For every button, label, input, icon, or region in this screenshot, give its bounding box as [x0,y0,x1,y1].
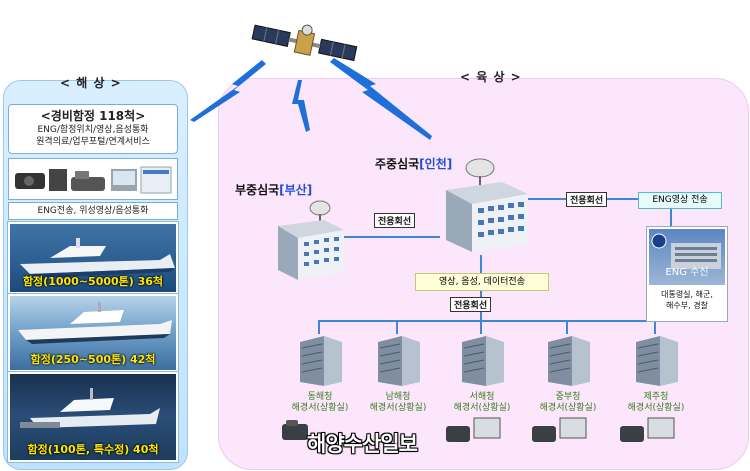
link-sub-main [336,236,440,238]
office-5-name: 제주청 [643,392,669,402]
sub-station-label: 부중심국[부산] [235,181,312,198]
main-station-city: [인천] [419,157,453,171]
link-offices-bus [318,320,656,322]
office-2: 남해청 해경서(상황실) [368,334,428,414]
eng-transfer-bar: ENG전송, 위성영상/음성통화 [8,202,178,220]
office-5-phone-icon [620,417,675,442]
large-ship-icon [20,238,175,278]
data-transfer-box: 영상, 음성, 데이터전송 [415,273,549,291]
fleet-info-box: <경비함정 118척> ENG/함정위치/영상,음성통화 원격의료/업무포털/연… [8,104,178,154]
office-3-building [462,336,504,386]
eng-receive-photo: ENG 수신 [649,229,725,285]
ship-medium-caption: 함정(250~500톤) 42척 [30,353,156,366]
ship-small-caption: 함정(100톤, 특수정) 40척 [27,443,159,456]
land-title: < 육 상 > [460,70,522,84]
link-office-3 [480,320,482,334]
main-station-label: 주중심국[인천] [375,155,452,172]
ship-medium-photo: 함정(250~500톤) 42척 [8,294,178,372]
office-3: 서해청 해경서(상황실) [452,334,512,414]
dedicated-line-label-3: 전용회선 [450,297,492,312]
main-station-building [446,158,528,252]
sub-station-city: [부산] [279,183,313,197]
link-office-1 [318,320,320,334]
link-office-5 [654,320,656,334]
office-4-sub: 해경서(상황실) [539,403,597,413]
small-ship-icon [20,388,160,428]
office-2-sub: 해경서(상황실) [369,403,427,413]
office-4-phone-icon [532,417,587,442]
ship-small-photo: 함정(100톤, 특수정) 40척 [8,372,178,462]
link-office-4 [566,320,568,334]
ship-large-caption: 함정(1000~5000톤) 36척 [22,275,164,288]
office-equipment-icons [282,417,675,442]
office-4-building [548,336,590,386]
office-4: 중부청 해경서(상황실) [538,334,598,414]
sub-station-building [278,200,344,280]
fleet-services-line2: 원격의료/업무포털/연계서비스 [36,137,150,147]
office-3-name: 서해청 [469,392,495,402]
main-station-prefix: 주중심국 [375,157,420,171]
office-1: 동해청 해경서(상황실) [290,334,350,414]
ship-large-photo: 함정(1000~5000톤) 36척 [8,222,178,294]
office-3-phone-icon [446,417,501,442]
office-5-building [636,336,678,386]
office-2-building [378,336,420,386]
eng-video-transfer-box: ENG영상 전송 [638,192,722,209]
sub-station-prefix: 부중심국 [235,183,280,197]
dedicated-line-label-1: 전용회선 [374,213,416,228]
equipment-icons [15,166,172,194]
watermark-text: 해양수산일보 [307,432,418,456]
eng-receive-label: ENG 수신 [665,267,709,278]
office-3-sub: 해경서(상황실) [453,403,511,413]
government-building-icon [651,233,721,269]
sea-title: < 해 상 > [60,76,122,90]
office-5: 제주청 해경서(상황실) [626,334,686,414]
link-eng-down [670,198,672,226]
office-1-phone-icon [282,420,308,440]
dedicated-line-label-2: 전용회선 [566,192,608,207]
medium-ship-icon [18,302,172,344]
office-2-name: 남해청 [385,392,411,402]
office-1-building [300,336,342,386]
eng-receivers-text: 대통령실, 해군, 해수부, 경찰 [661,290,713,310]
office-1-name: 동해청 [307,392,333,402]
office-5-sub: 해경서(상황실) [627,403,685,413]
office-4-name: 중부청 [555,392,581,402]
fleet-services-line1: ENG/함정위치/영상,음성통화 [37,125,149,135]
fleet-title: <경비함정 118척> [40,109,146,123]
link-office-2 [396,320,398,334]
equipment-photo [8,158,178,200]
eng-receive-panel: ENG 수신 대통령실, 해군, 해수부, 경찰 [646,226,728,322]
satellite-icon [251,24,358,62]
office-1-sub: 해경서(상황실) [291,403,349,413]
